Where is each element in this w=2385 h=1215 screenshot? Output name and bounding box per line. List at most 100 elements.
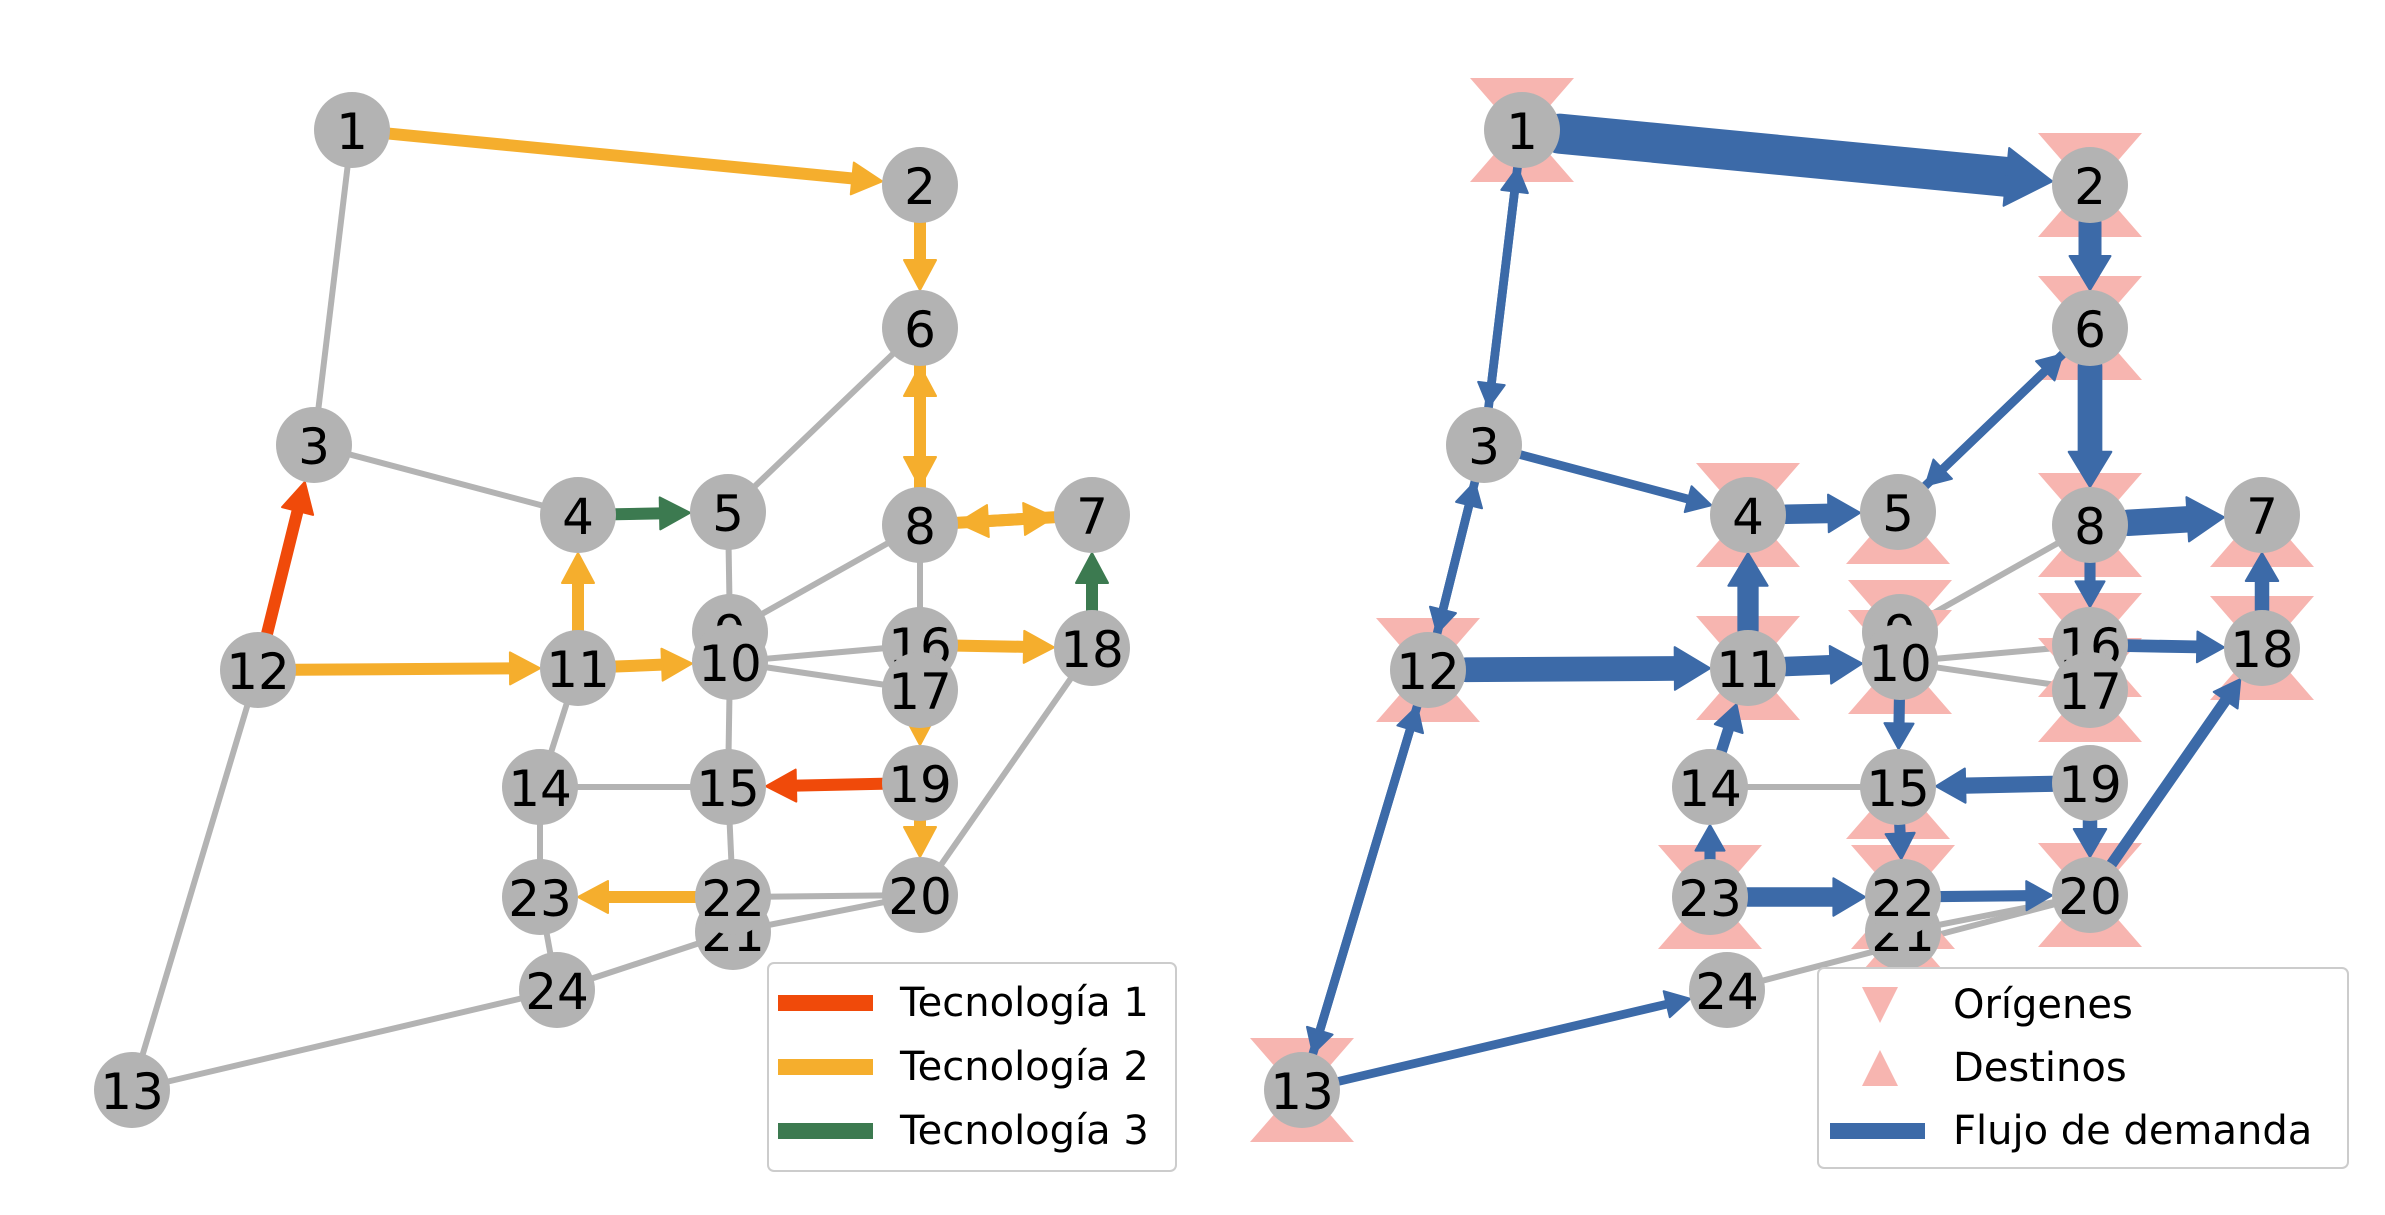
flow-4-5 — [1776, 493, 1862, 534]
tech2-edge-12-11 — [289, 651, 542, 686]
flow-3-4 — [1516, 450, 1713, 514]
flow-5-6 — [1921, 353, 2064, 491]
right-node-19: 19 — [2052, 745, 2128, 821]
right-node-20: 20 — [2052, 857, 2128, 933]
left-node-label-22: 22 — [701, 870, 765, 928]
left-node-label-24: 24 — [525, 963, 589, 1021]
base-edge-5-6 — [725, 325, 923, 515]
right-node-15: 15 — [1860, 749, 1936, 825]
right-node-label-15: 15 — [1866, 760, 1930, 818]
left-node-label-5: 5 — [712, 485, 744, 543]
right-node-14: 14 — [1672, 749, 1748, 825]
flow-23-14 — [1694, 824, 1726, 865]
base-edge-12-13 — [129, 669, 261, 1091]
flow-18-7 — [2244, 552, 2280, 618]
legend-item-tech1: Tecnología 1 — [778, 980, 1149, 1026]
left-node-7: 7 — [1054, 477, 1130, 553]
left-node-24: 24 — [519, 952, 595, 1028]
flow-1-2 — [1539, 113, 2054, 207]
right-node-label-14: 14 — [1678, 760, 1742, 818]
right-node-1: 1 — [1484, 92, 1560, 168]
left-node-label-13: 13 — [100, 1063, 164, 1121]
base-edge-1-3 — [311, 129, 355, 446]
left-node-1: 1 — [314, 92, 390, 168]
tech3-edge-4-5 — [609, 496, 692, 531]
right-node-3: 3 — [1446, 407, 1522, 483]
right-node-11: 11 — [1710, 630, 1786, 706]
right-node-label-6: 6 — [2074, 301, 2106, 359]
right-node-13: 13 — [1264, 1052, 1340, 1128]
right-node-label-5: 5 — [1882, 485, 1914, 543]
left-node-label-4: 4 — [562, 488, 594, 546]
left-node-label-20: 20 — [888, 868, 952, 926]
right-node-6: 6 — [2052, 290, 2128, 366]
legend-label: Tecnología 3 — [899, 1108, 1149, 1154]
left-node-8: 8 — [882, 487, 958, 563]
right-node-label-20: 20 — [2058, 868, 2122, 926]
left-node-5: 5 — [690, 474, 766, 550]
legend-label: Orígenes — [1953, 982, 2133, 1028]
flow-20-18 — [2106, 678, 2242, 870]
left-node-label-17: 17 — [888, 663, 952, 721]
right-node-10: 10 — [1862, 624, 1938, 700]
right-node-label-18: 18 — [2230, 621, 2294, 679]
left-node-11: 11 — [540, 630, 616, 706]
flow-3-12 — [1428, 477, 1480, 635]
legend-destination-marker — [1862, 1050, 1898, 1086]
right-node-label-4: 4 — [1732, 488, 1764, 546]
left-node-15: 15 — [690, 749, 766, 825]
right-node-label-23: 23 — [1678, 870, 1742, 928]
tech1-edge-12-3 — [261, 480, 315, 640]
left-node-label-11: 11 — [546, 641, 610, 699]
tech2-edge-1-2 — [383, 127, 884, 196]
right-node-label-12: 12 — [1396, 643, 1460, 701]
flow-11-10 — [1776, 644, 1864, 685]
legend-label: Tecnología 2 — [899, 1044, 1149, 1090]
right-node-12: 12 — [1390, 632, 1466, 708]
tech2-edge-11-4 — [561, 552, 595, 636]
flow-8-16 — [2074, 557, 2106, 608]
right-node-22: 22 — [1865, 859, 1941, 935]
tech2-edge-2-6 — [903, 217, 937, 291]
right-network-panel: 123456789101112131415161718192021222324O… — [1250, 78, 2349, 1169]
flow-14-11 — [1713, 703, 1744, 757]
right-node-5: 5 — [1860, 474, 1936, 550]
tech2-edge-19-20 — [903, 815, 937, 858]
right-node-4: 4 — [1710, 477, 1786, 553]
right-node-label-11: 11 — [1716, 641, 1780, 699]
left-node-label-14: 14 — [508, 760, 572, 818]
tech2-edge-22-23 — [577, 880, 701, 914]
left-node-2: 2 — [882, 147, 958, 223]
left-node-19: 19 — [882, 745, 958, 821]
flow-12-11 — [1453, 646, 1712, 691]
right-node-7: 7 — [2224, 477, 2300, 553]
right-node-18: 18 — [2224, 610, 2300, 686]
left-node-10: 10 — [692, 624, 768, 700]
tech2-edge-8-6 — [903, 365, 937, 493]
right-node-label-2: 2 — [2074, 158, 2106, 216]
left-node-22: 22 — [695, 859, 771, 935]
right-node-23: 23 — [1672, 859, 1748, 935]
flow-19-20 — [2072, 813, 2108, 858]
right-node-label-8: 8 — [2074, 498, 2106, 556]
legend-item-tech2: Tecnología 2 — [778, 1044, 1149, 1090]
tech2-edge-7-8 — [956, 504, 1061, 539]
left-node-label-8: 8 — [904, 498, 936, 556]
left-node-14: 14 — [502, 749, 578, 825]
left-node-label-7: 7 — [1076, 488, 1108, 546]
left-network-panel: 123456789101112131415161718192021222324T… — [94, 92, 1177, 1172]
left-node-20: 20 — [882, 857, 958, 933]
left-node-17: 17 — [882, 652, 958, 728]
left-node-label-1: 1 — [336, 103, 368, 161]
right-node-24: 24 — [1689, 952, 1765, 1028]
left-node-18: 18 — [1054, 610, 1130, 686]
base-edge-13-24 — [131, 987, 558, 1093]
legend-label: Tecnología 1 — [899, 980, 1149, 1026]
right-node-2: 2 — [2052, 147, 2128, 223]
flow-22-20 — [1935, 880, 2054, 912]
tech2-edge-11-10 — [609, 647, 694, 682]
left-node-label-15: 15 — [696, 760, 760, 818]
right-node-label-22: 22 — [1871, 870, 1935, 928]
left-node-12: 12 — [220, 632, 296, 708]
demand-flows — [1305, 113, 2280, 1086]
